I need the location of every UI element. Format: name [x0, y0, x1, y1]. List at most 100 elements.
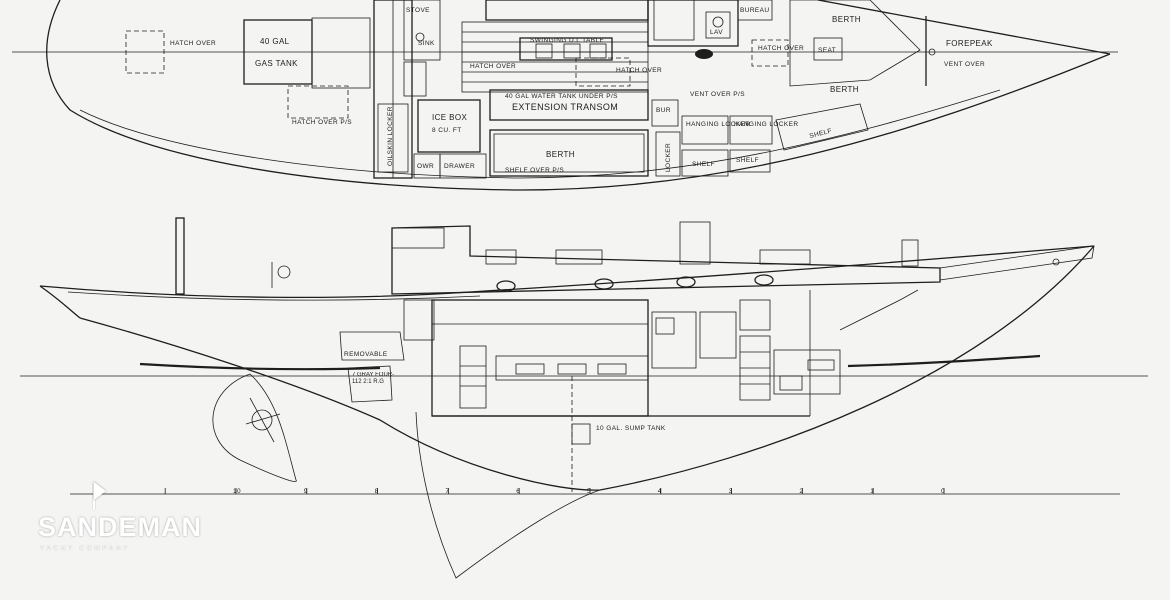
hatch-over-ps-label: HATCH OVER P/S [292, 119, 352, 126]
ice-box [417, 99, 481, 153]
berth-fwd-upper-label: BERTH [832, 15, 861, 24]
engine-block [347, 365, 393, 403]
deckhouse [391, 225, 941, 295]
station-number: 2 [799, 488, 803, 495]
station-number: 8 [375, 488, 379, 495]
bowsprit-rail [939, 245, 1095, 281]
oilskin-locker-label: OILSKIN LOCKER [387, 106, 394, 166]
sump-tank [571, 423, 591, 445]
dorade-vent [901, 239, 919, 267]
stove-label: STOVE [406, 7, 430, 14]
hatch-over-right-label: HATCH OVER [616, 67, 662, 74]
stove [403, 0, 441, 61]
oilskin-locker [377, 103, 409, 173]
stove-burner-icon [415, 32, 425, 42]
toilet-icon [695, 49, 713, 59]
hatch-over-fwd-label: HATCH OVER [758, 45, 804, 52]
engine-box [339, 331, 405, 361]
shelf-2 [729, 149, 771, 173]
hull-underbody [79, 245, 1095, 491]
plan-bow-upper [817, 0, 1111, 55]
station-number: 1 [870, 488, 874, 495]
water-tank-label: 40 GAL WATER TANK UNDER P/S [505, 93, 618, 100]
galley-drawers [459, 345, 487, 409]
sandeman-watermark: SANDEMAN YACHT COMPANY [38, 482, 201, 562]
swinging-table [519, 37, 613, 61]
swinging-table-label: SWINGING D.L TABLE [530, 37, 605, 44]
station-number: 6 [516, 488, 520, 495]
shelf-2-label: SHELF [736, 157, 759, 164]
hanging-locker-1-label: HANGING LOCKER [686, 121, 750, 128]
galley-stove-profile [403, 299, 435, 341]
portlight-icon [754, 274, 774, 286]
binnacle-icon [277, 265, 291, 279]
rudder [212, 373, 297, 482]
bur-label: BUR [656, 107, 671, 114]
station-number: 9 [304, 488, 308, 495]
shelf-1 [681, 149, 729, 177]
fwd-hatch [751, 39, 789, 67]
station-number: 10 [233, 488, 241, 495]
portlight-icon [496, 280, 516, 292]
ice-box-label: ICE BOX [432, 113, 468, 122]
propeller-icon [245, 397, 281, 443]
aft-hatch [125, 30, 165, 74]
main-hatch [575, 57, 631, 87]
cabin-sole-planking [461, 21, 649, 93]
seat-label: SEAT [818, 47, 836, 54]
hatch-over-center-label: HATCH OVER [470, 63, 516, 70]
lav-basin [705, 11, 731, 39]
head-locker-profile [651, 311, 697, 369]
hatch-over-ps [287, 85, 349, 119]
hanging-locker-2 [729, 115, 773, 145]
forepeak-label: FOREPEAK [946, 39, 993, 48]
hanging-locker-1 [681, 115, 729, 145]
fwd-shelf [775, 103, 869, 151]
vent-over-fwd-label: VENT OVER [944, 61, 985, 68]
dodger [391, 227, 445, 249]
sheer-line [39, 245, 1095, 299]
sink-label: SINK [418, 40, 435, 47]
shelf-1-label: SHELF [692, 161, 715, 168]
vent-over-label: VENT OVER P/S [690, 91, 745, 98]
watermark-brand: SANDEMAN [38, 512, 203, 542]
gas-tank-label: GAS TANK [255, 59, 298, 68]
hanging-locker-2-label: HANGING LOCKER [734, 121, 798, 128]
berth-fwd-lower-label: BERTH [830, 85, 859, 94]
locker-label: LOCKER [665, 143, 672, 172]
hanging-locker-profile [699, 311, 737, 359]
hanging-locker-top [653, 0, 695, 41]
locker-vertical [655, 131, 681, 177]
fwd-berth-profile [773, 349, 841, 395]
settee-stbd [485, 0, 649, 21]
aft-hatch-label: HATCH OVER [170, 40, 216, 47]
mainmast-step [679, 221, 711, 265]
fwd-cabin [789, 0, 921, 87]
extension-transom-label: EXTENSION TRANSOM [512, 102, 618, 112]
keel-outline [415, 411, 601, 579]
logo-flag-icon [94, 482, 106, 500]
removable-label: REMOVABLE [344, 351, 388, 358]
inboard-profile-view: REMOVABLE 7 GRAY FOUR-112 2:1 R.G 10 GAL… [20, 217, 1148, 579]
forepeak-bulkhead-profile [839, 289, 919, 331]
main-cabin-profile [431, 299, 649, 417]
drawer-label: DRAWER [444, 163, 475, 170]
station-number: 3 [729, 488, 733, 495]
berth-port-label: BERTH [546, 150, 575, 159]
bureau-label: BUREAU [740, 7, 770, 14]
watermark-tagline: YACHT COMPANY [40, 546, 131, 552]
cockpit-well [311, 17, 371, 89]
exhaust-stack [175, 217, 185, 295]
fwd-seat [813, 37, 843, 61]
head-compartment [647, 0, 739, 47]
plan-inner-sheer [79, 89, 1001, 179]
engine-label: 7 GRAY FOUR-112 2:1 R.G [352, 372, 395, 385]
drawer [439, 153, 487, 179]
hawse-icon [1052, 258, 1060, 266]
lav-bowl-icon [712, 16, 724, 28]
gas-tank-size: 40 GAL [260, 37, 290, 46]
station-number: 5 [587, 488, 591, 495]
owr-label: OWR [417, 163, 434, 170]
